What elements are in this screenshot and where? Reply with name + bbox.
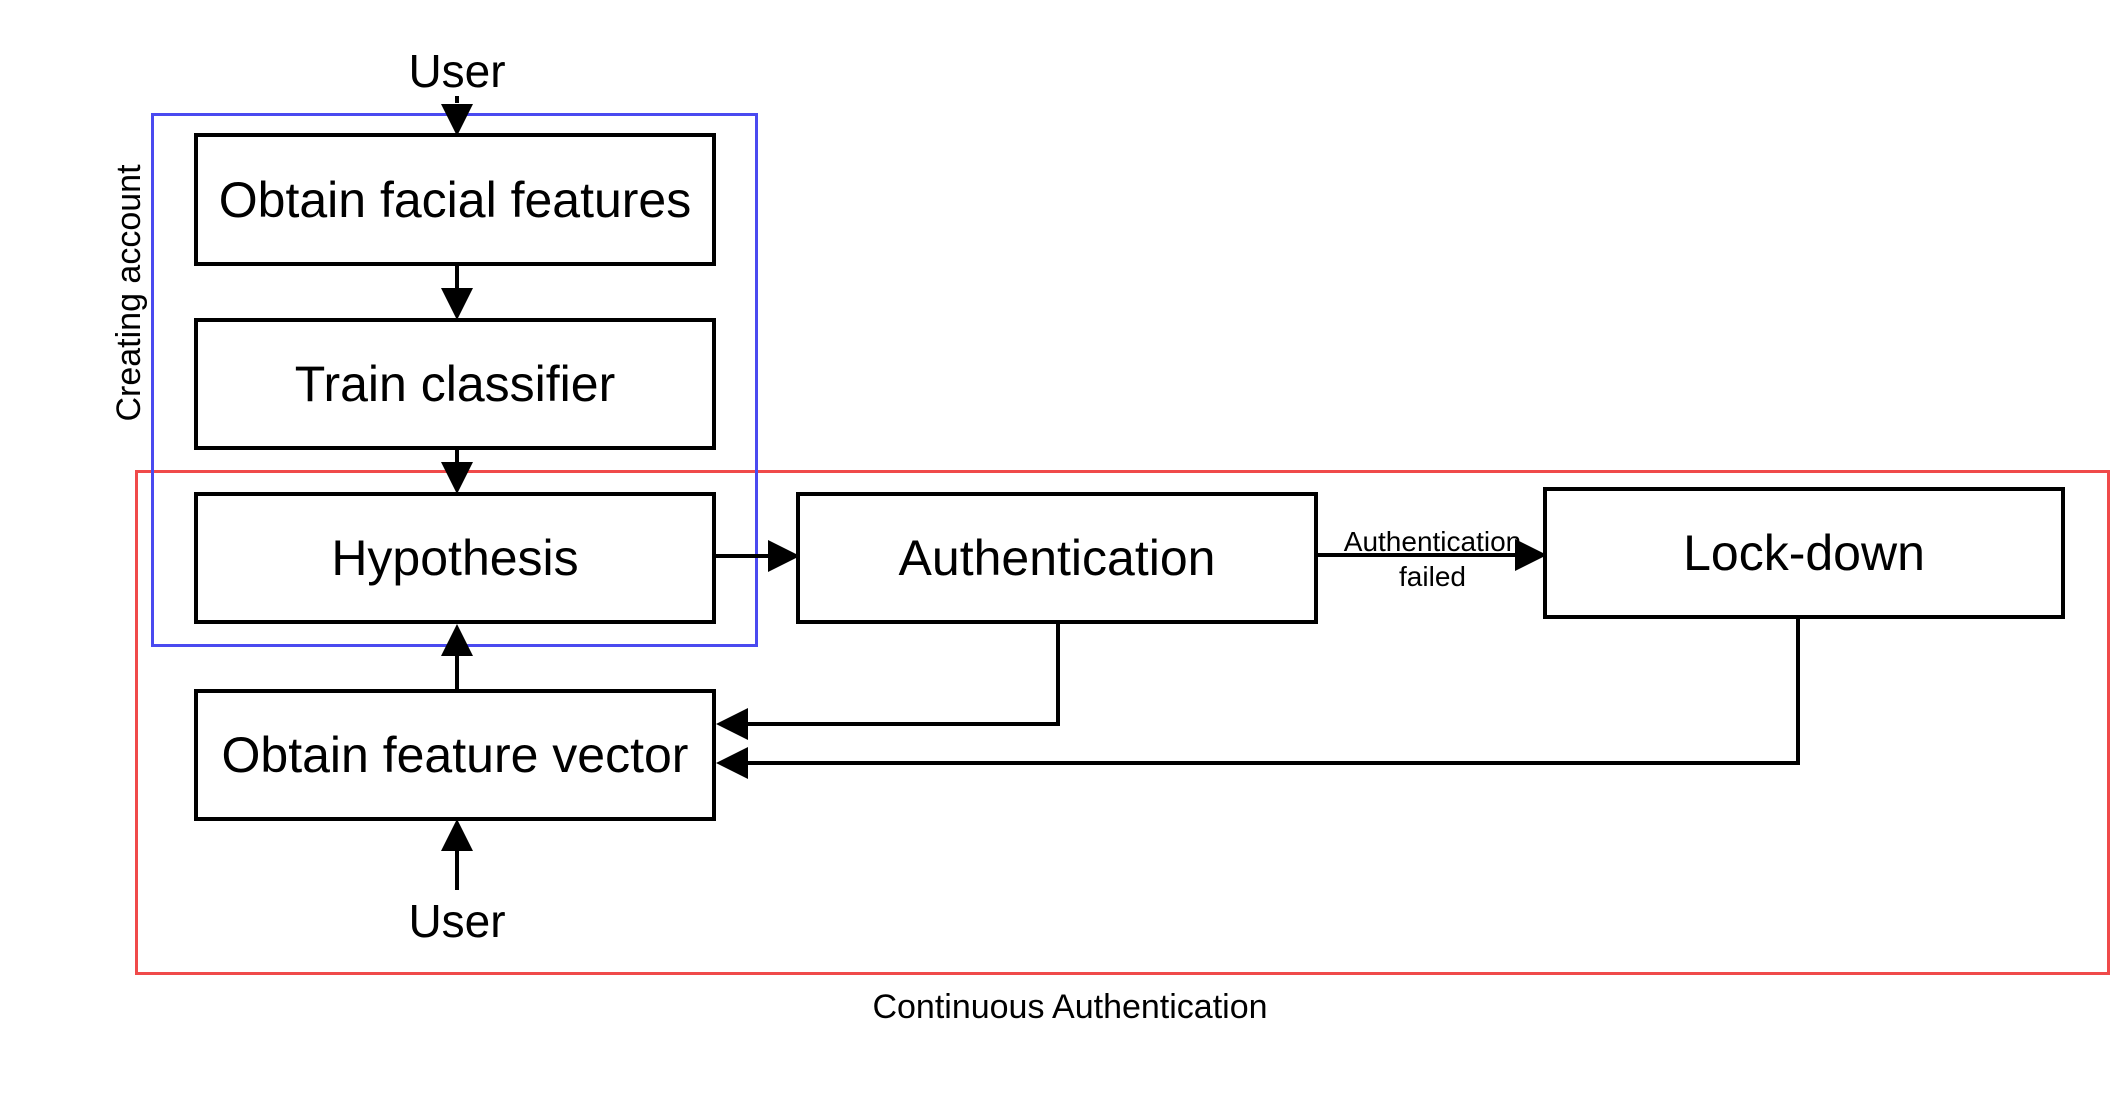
arrow-lock-down-to-feature-vector — [716, 618, 1800, 779]
authentication-failed-line1: Authentication — [1343, 526, 1522, 557]
obtain-feature-vector-box: Obtain feature vector — [194, 689, 716, 821]
authentication-failed-line2: failed — [1399, 561, 1466, 592]
user-top-label: User — [408, 45, 506, 97]
hypothesis-box: Hypothesis — [194, 492, 716, 624]
train-classifier-label: Train classifier — [294, 356, 616, 412]
arrow-authentication-to-feature-vector — [716, 624, 1060, 740]
obtain-facial-features-box: Obtain facial features — [194, 133, 716, 266]
obtain-facial-features-label: Obtain facial features — [218, 171, 692, 228]
train-classifier-box: Train classifier — [194, 318, 716, 450]
authentication-box: Authentication — [796, 492, 1318, 624]
authentication-label: Authentication — [898, 530, 1216, 586]
continuous-authentication-label: Continuous Authentication — [872, 988, 1268, 1026]
creating-account-label: Creating account — [110, 164, 148, 422]
lock-down-box: Lock-down — [1543, 487, 2065, 619]
user-bottom-label: User — [408, 895, 506, 947]
hypothesis-label: Hypothesis — [331, 530, 579, 586]
obtain-feature-vector-label: Obtain feature vector — [221, 727, 689, 783]
authentication-failed-label: Authentication failed — [1330, 524, 1535, 594]
continuous-authentication-frame — [135, 470, 2110, 975]
lock-down-label: Lock-down — [1683, 525, 1925, 581]
